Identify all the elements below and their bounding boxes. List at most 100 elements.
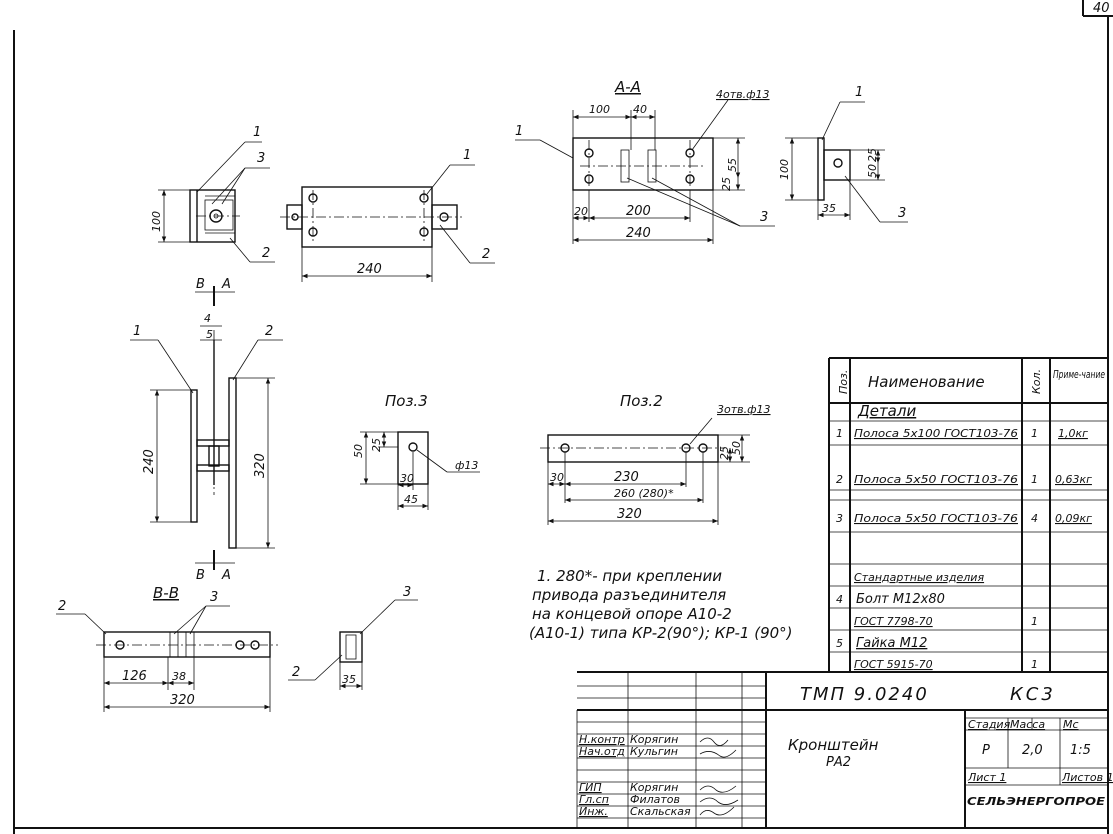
section-aa-title: А-А <box>614 78 641 96</box>
plan-mid-leader-1: 1 <box>463 148 471 163</box>
plan-mid-dim-length: 240 <box>357 262 382 277</box>
poz2-dim-260: 260 (280)* <box>614 487 674 500</box>
section-aa-dim-20: 20 <box>574 205 588 218</box>
section-aa-view: А-А 100 40 4отв.ф13 55 25 20 200 <box>515 78 775 244</box>
sig-3-role: Гл.сп <box>579 793 609 806</box>
cut-mark-bottom-b: В <box>196 568 205 583</box>
elevation-leader-1: 1 <box>133 324 141 339</box>
elevation-leader-5: 5 <box>206 328 213 341</box>
spec-row-3-name: Полоса 5х50 ГОСТ103-76 <box>854 473 1018 486</box>
elevation-dim-240: 240 <box>142 449 157 474</box>
spec-header-qty: Кол. <box>1030 369 1043 394</box>
side-right-dim-100: 100 <box>778 159 791 180</box>
title-drawing-subtitle: РА2 <box>826 755 851 770</box>
note-line-3: на концевой опоре А10-2 <box>532 605 732 623</box>
poz2-title: Поз.2 <box>620 392 663 410</box>
note-line-1: 1. 280*- при креплении <box>537 567 722 585</box>
poz3-hole: ф13 <box>455 459 478 472</box>
spec-row-1-qty: 1 <box>1031 427 1038 440</box>
spec-row-11-name: ГОСТ 5915-70 <box>854 658 933 671</box>
title-drawing-title: Кронштейн <box>788 736 879 754</box>
side-right-dim-25: 25 <box>866 148 879 162</box>
section-bb-leader-3: 3 <box>210 590 218 605</box>
title-org: СЕЛЬЭНЕРГОПРОЕ <box>967 795 1106 808</box>
front-left-dim-height: 100 <box>150 211 163 232</box>
poz2-dim-50: 50 <box>730 441 743 455</box>
section-bb-dim-320: 320 <box>170 693 195 708</box>
note-line-2: привода разъединителя <box>532 586 726 604</box>
spec-header-name: Наименование <box>868 373 985 391</box>
page-number: 40 <box>1093 1 1110 16</box>
spec-row-3-qty: 1 <box>1031 473 1038 486</box>
spec-row-1-pos: 1 <box>836 427 843 440</box>
spec-row-9-name: ГОСТ 7798-70 <box>854 615 933 628</box>
spec-row-8-name: Болт М12х80 <box>856 592 945 607</box>
title-block: ТМП 9.0240 КС3 Кронштейн РА2 Стадия Масс… <box>576 671 1113 828</box>
section-bb-view: В-В 126 38 320 2 3 <box>56 584 278 712</box>
cut-mark-top: В А <box>195 277 235 306</box>
sig-4-name: Скальская <box>630 805 691 818</box>
spec-row-5-qty: 4 <box>1031 512 1038 525</box>
section-aa-dim-240: 240 <box>626 226 651 241</box>
spec-row-10-name: Гайка М12 <box>856 636 927 651</box>
poz2-dim-25: 25 <box>718 446 731 460</box>
sig-2-role: ГИП <box>579 781 602 794</box>
sig-4-role: Инж. <box>579 805 608 818</box>
sig-2-name: Корягин <box>630 781 678 794</box>
poz2-view: Поз.2 3отв.ф13 25 50 30 230 260 (280)* 3… <box>540 392 771 525</box>
spec-row-5-name: Полоса 5х50 ГОСТ103-76 <box>854 512 1018 525</box>
elevation-leader-2: 2 <box>265 324 273 339</box>
poz2-holes-note: 3отв.ф13 <box>717 403 771 416</box>
elevation-dim-320: 320 <box>253 453 268 478</box>
title-mass: 2,0 <box>1022 743 1043 758</box>
spec-row-0-name: Детали <box>857 402 916 420</box>
front-left-view: 100 1 3 2 <box>150 125 275 263</box>
spec-row-8-pos: 4 <box>836 593 843 606</box>
spec-table: Поз. Наименование Кол. Приме-чание Детал… <box>828 357 1108 672</box>
plan-mid-leader-2: 2 <box>482 247 490 262</box>
section-aa-dim-40: 40 <box>633 103 647 116</box>
side-right-leader-3: 3 <box>898 206 906 221</box>
spec-header-note: Приме-чание <box>1053 368 1105 381</box>
title-scale: 1:5 <box>1070 743 1091 758</box>
front-left-leader-2: 2 <box>262 246 270 261</box>
poz2-dim-320: 320 <box>617 507 642 522</box>
section-bb-leader-2: 2 <box>58 599 66 614</box>
side-right-view: 100 25 50 35 1 3 <box>778 85 908 223</box>
section-aa-dim-25: 25 <box>720 177 733 191</box>
section-aa-dim-55: 55 <box>726 158 739 172</box>
title-mass-label: Масса <box>1010 718 1045 731</box>
title-doc-code: ТМП 9.0240 <box>800 684 929 705</box>
detail3-view: 3 2 35 <box>288 585 418 690</box>
sig-0-role: Н.контр <box>579 733 625 746</box>
section-bb-title: В-В <box>153 584 179 602</box>
spec-header-pos: Поз. <box>837 370 850 394</box>
cut-mark-bottom: В А <box>195 550 235 583</box>
section-aa-dim-100: 100 <box>589 103 610 116</box>
detail3-dim-35: 35 <box>342 673 356 686</box>
poz3-dim-30: 30 <box>400 472 414 485</box>
detail3-leader-2: 2 <box>292 665 300 680</box>
elevation-view: 240 320 1 4 5 2 <box>130 312 283 549</box>
poz3-title: Поз.3 <box>385 392 428 410</box>
elevation-leader-4: 4 <box>204 312 211 325</box>
spec-row-1-name: Полоса 5х100 ГОСТ103-76 <box>854 427 1018 440</box>
poz3-dim-25: 25 <box>370 438 383 452</box>
handwritten-signature <box>699 737 739 816</box>
spec-row-3-pos: 2 <box>836 473 843 486</box>
section-bb-dim-126: 126 <box>122 669 147 684</box>
plan-mid-view: 240 1 2 <box>280 148 495 282</box>
section-aa-holes-note: 4отв.ф13 <box>716 88 770 101</box>
spec-row-5-pos: 3 <box>836 512 843 525</box>
section-aa-leader-1: 1 <box>515 124 523 139</box>
cut-mark-top-b: В <box>196 277 205 292</box>
section-bb-dim-38: 38 <box>172 670 186 683</box>
spec-row-9-qty: 1 <box>1031 615 1038 628</box>
section-aa-leader-3: 3 <box>760 210 768 225</box>
poz3-dim-50: 50 <box>352 444 365 458</box>
title-stage: Р <box>982 743 990 758</box>
sig-1-name: Кульгин <box>630 745 678 758</box>
title-section: КС3 <box>1010 684 1056 705</box>
poz3-dim-45: 45 <box>404 493 418 506</box>
